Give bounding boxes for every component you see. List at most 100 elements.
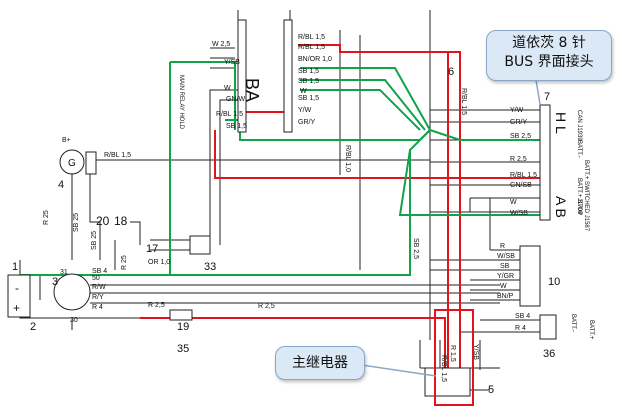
ba-wire-left-5: SB 1,5 [226,123,247,130]
generator-number: 4 [58,179,64,191]
generator-symbol: G [68,158,76,169]
ba-wire-left-4: R/BL 1,5 [216,111,243,118]
component-20-number: 20 [96,214,110,228]
ba-wire-left-3: GN/W [226,96,245,103]
left-wire-r25-c: R 2,5 [148,302,165,309]
center-wire-ysb: Y/SB [472,344,479,360]
bus-connector-callout: 道依茨 8 针 BUS 界面接头 [486,30,612,81]
ba-wire-right-4: SB 1,5 [298,78,319,85]
left-wire-r4: R 4 [92,304,103,311]
bus-label-j1708: J1708 [576,198,582,215]
starter-pin-30: 30 [70,317,78,324]
bus-letters-ab: A B [553,196,569,218]
ba-wire-right-7: Y/W [298,107,312,114]
ba-wire-left-2: W [224,85,231,92]
starter-component: 3 31 30 50 [52,269,100,324]
connector-10-number: 10 [548,276,560,288]
generator-pin: B+ [62,137,71,144]
main-relay-callout: 主继电器 [275,346,365,380]
starter-pin-31: 31 [60,269,68,276]
left-wire-r25: R 25 [43,210,50,225]
ba-wire-left-1: Y/SB [224,59,240,66]
battery-minus: - [15,281,19,295]
connector-ba: BA MAIN RELAY HOLD [178,19,293,133]
bus-wire-5: GN/SB [510,182,532,189]
black-wires [19,10,540,391]
c36-wire-1: R 4 [515,325,526,332]
bus-label-stop: BATT.+ STOP [576,178,582,215]
left-wire-r25-b: R 25 [121,255,128,270]
bus-wire-3: R 2,5 [510,156,527,163]
left-wire-rbl: R/BL 1,5 [104,152,131,159]
c36-wire-0: SB 4 [515,313,530,320]
battery-number-2: 2 [30,321,36,333]
component-17-number: 17 [146,243,158,255]
battery-plus: + [13,301,20,315]
ba-wire-right-8: GR/Y [298,119,315,126]
green-wires [20,61,540,276]
bus-wire-7: W/SB [510,210,528,217]
center-wire-r25: R 2,5 [258,303,275,310]
bus-label-batt-minus: BATT.- [576,140,582,158]
connector-36-label-plus: BATT.+ [588,320,594,340]
small-components: 20 18 17 OR 1,0 19 35 6 5 [96,66,494,396]
c10-wire-2: SB [500,263,510,270]
bus-letters-hl: H L [553,112,569,134]
ba-wire-right-3: SB 1,5 [298,68,319,75]
c10-wire-0: R [500,243,505,250]
connector-33-number: 33 [204,261,216,273]
component-6-number: 6 [448,66,454,78]
center-wire-rbl15-b: R/BL 1,5 [440,355,447,382]
ba-wire-right-1: R/BL 1,5 [298,44,325,51]
connector-10: 10 [519,245,560,307]
starter-number: 3 [52,276,58,288]
bus-wire-0: Y/W [510,107,524,114]
bus-wire-4: R/BL 1,5 [510,172,537,179]
component-19-number: 19 [177,321,189,333]
wire-labels: W 2,5 Y/SB W GN/W R/BL 1,5 SB 1,5 R/BL 1… [43,34,537,382]
center-wire-r15: R 1,5 [449,345,456,362]
ba-wire-right-6: SB 1,5 [298,95,319,102]
bus-number: 7 [544,91,550,103]
generator-component: G 4 B+ [58,137,97,191]
battery-number-1: 1 [12,261,18,273]
c10-wire-5: BN/P [497,293,514,300]
c10-wire-4: W [500,283,507,290]
c10-wire-3: Y/GR [497,273,514,280]
left-wire-sb4: SB 4 [92,268,107,275]
starter-pin-50: 50 [92,275,100,282]
bus-connector: 7 H L A B CAN J1939 BATT.- BATT.+ SWITCH… [539,91,589,232]
ba-wire-right-5: W [300,88,307,95]
left-wire-ry: R/Y [92,294,104,301]
main-relay-box [424,309,474,406]
bus-callout-line2: BUS 界面接头 [504,54,594,70]
center-wire-rbl15-a: R/BL 1,5 [460,88,467,115]
center-wire-rbl10: R/BL 1,0 [344,145,351,172]
component-17-wire: OR 1,0 [148,259,170,266]
bus-wire-1: GR/Y [510,119,527,126]
bus-label-can: CAN J1939 [576,110,582,141]
bus-callout-line1: 道依茨 8 针 [512,35,586,51]
red-wires [140,44,540,395]
ba-wire-right-2: BN/OR 1,0 [298,56,332,63]
bus-wire-2: SB 2,5 [510,133,531,140]
relay-callout-text: 主继电器 [292,355,348,371]
connector-36: 36 BATT.- BATT.+ [539,314,594,360]
c10-wire-1: W/SB [497,253,515,260]
center-wire-sb25: SB 2,5 [412,238,419,259]
left-wire-rw: R/W [92,284,106,291]
ba-wire-right-0: R/BL 1,5 [298,34,325,41]
component-5-number: 5 [488,384,494,396]
main-relay-hold-label: MAIN RELAY HOLD [178,75,184,130]
component-18-number: 18 [114,214,128,228]
left-wire-sb25-b: SB 25 [91,231,98,250]
bus-label-switched: BATT.+ SWITCHED J1587 [583,160,589,232]
battery-component: - + 1 2 [7,261,36,333]
bus-wire-6: W [510,199,517,206]
connector-36-number: 36 [543,348,555,360]
connector-ba-letters: BA [242,78,262,102]
connector-33: 33 [189,235,216,273]
left-wire-sb25-a: SB 25 [73,213,80,232]
ba-wire-left-0: W 2,5 [212,41,230,48]
